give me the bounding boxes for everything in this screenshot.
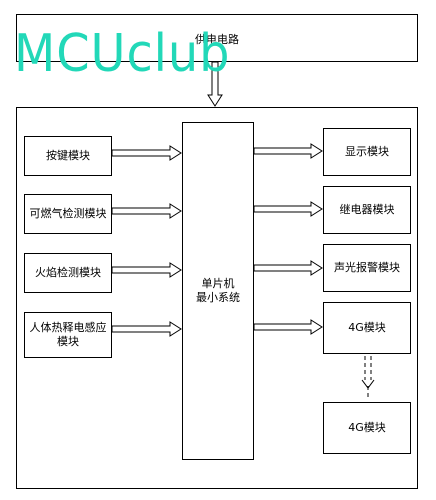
flame-module-label: 火焰检测模块 — [35, 266, 101, 279]
gas-module-label: 可燃气检测模块 — [29, 207, 107, 220]
g4-module-label: 4G模块 — [348, 321, 386, 334]
key-module-label: 按键模块 — [46, 149, 90, 162]
power-label: 供电电路 — [195, 33, 239, 46]
wireless-link — [364, 356, 372, 400]
arrow-keys-to-mcu — [111, 145, 182, 161]
arrow-mcu-to-display — [253, 143, 323, 159]
mcu-box: 单片机 最小系统 — [182, 122, 254, 460]
display-module: 显示模块 — [323, 128, 411, 176]
arrow-power-to-system — [207, 61, 223, 107]
arrow-mcu-to-g4 — [253, 319, 323, 335]
flame-module: 火焰检测模块 — [24, 253, 112, 293]
alarm-module-label: 声光报警模块 — [334, 261, 400, 274]
relay-module: 继电器模块 — [323, 186, 411, 234]
mcu-label-line2: 最小系统 — [196, 291, 240, 304]
pir-module: 人体热释电感应 模块 — [24, 312, 112, 358]
watermark-logo: MCUclub — [14, 24, 231, 84]
arrow-mcu-to-alarm — [253, 260, 323, 276]
wireless-link-arrowhead — [361, 379, 375, 389]
key-module: 按键模块 — [24, 136, 112, 176]
display-module-label: 显示模块 — [345, 145, 389, 158]
remote-g4-module: 4G模块 — [323, 402, 411, 454]
arrow-mcu-to-relay — [253, 201, 323, 217]
pir-module-label-line2: 模块 — [57, 335, 79, 348]
mcu-label-line1: 单片机 — [201, 277, 235, 290]
alarm-module: 声光报警模块 — [323, 244, 411, 292]
relay-module-label: 继电器模块 — [339, 203, 395, 216]
pir-module-label-line1: 人体热释电感应 — [29, 321, 107, 334]
system-frame — [16, 107, 418, 489]
remote-g4-module-label: 4G模块 — [348, 421, 386, 434]
arrow-gas-to-mcu — [111, 203, 182, 219]
arrow-pir-to-mcu — [111, 321, 182, 337]
g4-module: 4G模块 — [323, 302, 411, 354]
arrow-flame-to-mcu — [111, 262, 182, 278]
